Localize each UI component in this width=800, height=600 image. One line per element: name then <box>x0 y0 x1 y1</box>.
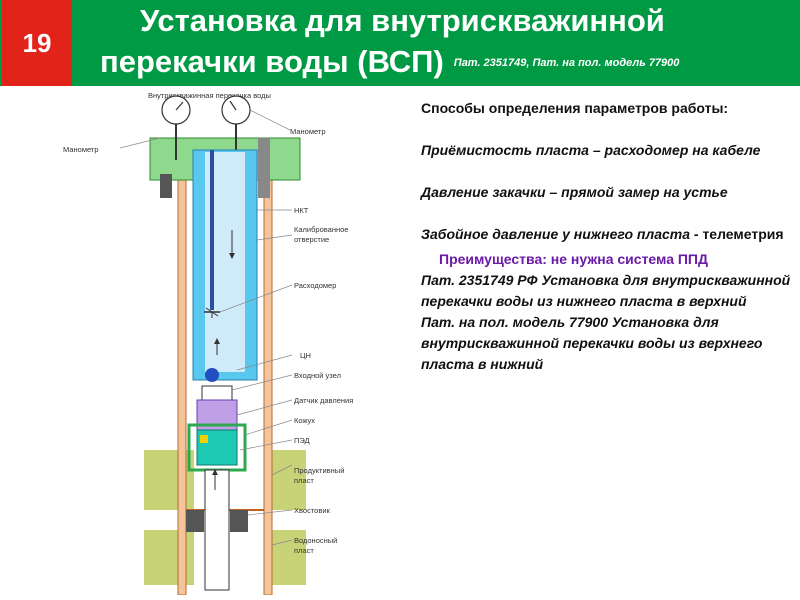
title-bar: 19 Установка для внутрискважинной перека… <box>0 0 800 86</box>
pump-inlet <box>201 385 233 401</box>
label-manometer-left: Манометр <box>63 145 99 154</box>
label-flowmeter: Расходомер <box>294 281 336 290</box>
casing-left-wall <box>177 179 187 595</box>
title-line-1: Установка для внутрискважинной <box>140 3 665 38</box>
method-injectivity: Приёмистость пласта – расходомер на кабе… <box>421 142 761 158</box>
label-shroud: Кожух <box>294 416 315 425</box>
patent-2-description: Пат. на пол. модель 77900 Установка для … <box>421 314 763 372</box>
slide-number: 19 <box>2 0 72 86</box>
wellhead-flange-right <box>258 138 270 198</box>
manometer-right-gauge <box>221 95 251 125</box>
patent-1-description: Пат. 2351749 РФ Установка для внутрисква… <box>421 272 791 309</box>
label-leaders <box>119 109 293 546</box>
label-productive-1: Продуктивный <box>294 466 344 475</box>
method-bottomhole-pressure-a: Забойное давление у нижнего пласта <box>421 226 690 242</box>
casing-right-wall <box>263 179 273 595</box>
cable <box>210 150 214 310</box>
manometer-left-gauge <box>161 95 191 125</box>
packer-right <box>230 510 248 532</box>
label-aquifer-1: Водоносный <box>294 536 337 545</box>
label-pump: ЦН <box>300 351 311 360</box>
tail-pipe <box>204 469 230 591</box>
patent-note: Пат. 2351749, Пат. на пол. модель 77900 <box>453 57 680 70</box>
method-bottomhole-pressure-b: - телеметрия <box>690 226 784 242</box>
label-aquifer-2: пласт <box>294 546 314 555</box>
label-motor: ПЭД <box>294 436 310 445</box>
wellhead-flange-left <box>160 174 172 198</box>
pressure-sensor-block <box>200 435 208 443</box>
label-nkt: НКТ <box>294 206 309 215</box>
title-line-2-text: перекачки воды (ВСП) <box>100 44 444 79</box>
method-injection-pressure: Давление закачки – прямой замер на устье <box>421 184 728 200</box>
label-productive-2: пласт <box>294 476 314 485</box>
well-diagram: Внутрискважинная перекачка воды <box>63 91 353 595</box>
methods-heading: Способы определения параметров работы: <box>421 100 729 116</box>
title-line-2: перекачки воды (ВСП) Пат. 2351749, Пат. н… <box>100 41 800 84</box>
label-calibrated-1: Калиброванное <box>294 225 348 234</box>
packer-left <box>186 510 204 532</box>
page-title: Установка для внутрискважинной перекачки… <box>100 0 800 84</box>
label-calibrated-2: отверстие <box>294 235 329 244</box>
content-panel: Способы определения параметров работы: П… <box>421 98 791 375</box>
check-valve-ball <box>205 368 219 382</box>
label-tail: Хвостовик <box>294 506 331 515</box>
method-bottomhole-pressure: Забойное давление у нижнего пласта - тел… <box>421 224 791 245</box>
flowmeter-blades <box>204 307 220 317</box>
label-pressure-sensor: Датчик давления <box>294 396 353 405</box>
advantages-note: Преимущества: не нужна система ППД <box>439 251 708 267</box>
label-inlet: Входной узел <box>294 371 341 380</box>
diagram-caption: Внутрискважинная перекачка воды <box>148 91 271 100</box>
label-manometer-right: Манометр <box>290 127 326 136</box>
